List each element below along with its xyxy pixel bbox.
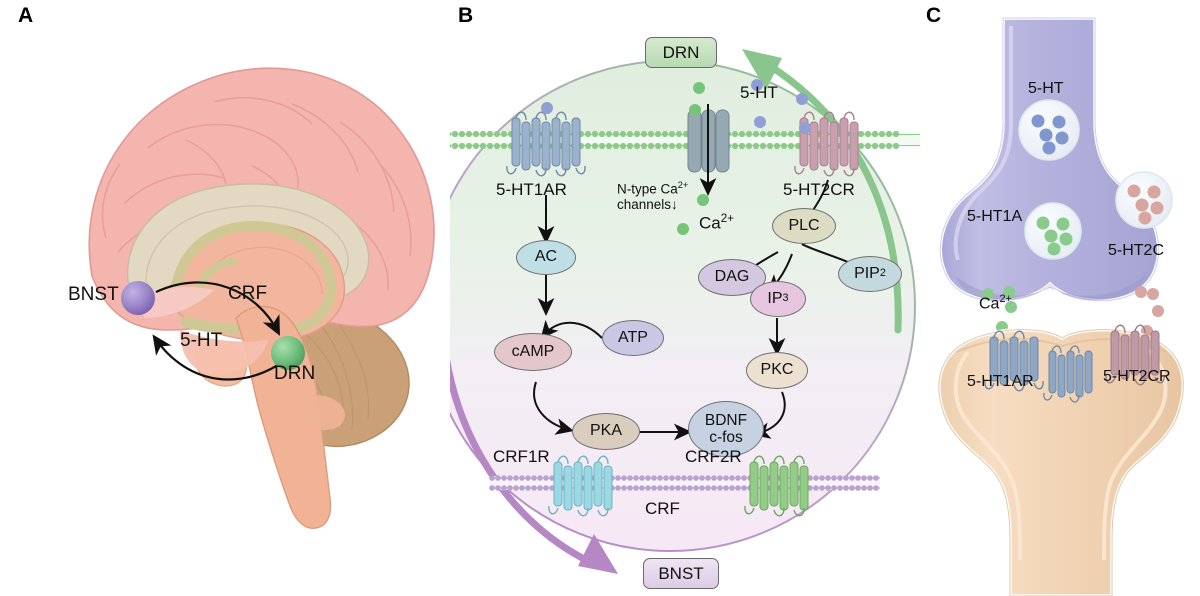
synapse-illustration — [937, 16, 1185, 596]
node-ip3-label: IP — [767, 289, 783, 307]
label-calcium: Ca2+ — [699, 213, 734, 234]
label-crf2r: CRF2R — [685, 447, 742, 466]
panel-a-label-drn: DRN — [274, 363, 316, 384]
label-calcium-charge: 2+ — [720, 213, 734, 225]
node-bdnf-line2: c-fos — [709, 429, 743, 446]
label-c-calcium: Ca2+ — [979, 293, 1012, 313]
panel-a-label-5ht: 5-HT — [180, 330, 223, 351]
brain-illustration — [88, 67, 435, 529]
label-crf1r: CRF1R — [493, 447, 550, 466]
receptor-crf2r-glyph — [744, 455, 809, 517]
panel-b-canvas — [450, 49, 920, 574]
tag-drn[interactable]: DRN — [645, 37, 717, 68]
vesicle-5ht-blue — [1018, 99, 1080, 161]
receptor-5ht1ar-post-glyph-2 — [1043, 345, 1093, 403]
label-crf: CRF — [645, 499, 680, 518]
label-c-5ht1ar: 5-HT1AR — [967, 373, 1034, 390]
vesicle-5ht2c-pink — [1115, 171, 1173, 229]
label-c-5ht2c: 5-HT2C — [1108, 242, 1165, 259]
node-pkc[interactable]: PKC — [746, 352, 808, 389]
panel-a-letter: A — [18, 4, 34, 27]
node-pip2-label: PIP — [854, 264, 880, 282]
node-bdnf-line1: BDNF — [704, 411, 748, 429]
node-plc[interactable]: PLC — [772, 208, 836, 244]
label-c-calcium-sym: Ca — [979, 295, 1000, 313]
label-n-type-charge: 2+ — [677, 180, 689, 190]
label-c-calcium-charge: 2+ — [999, 293, 1012, 305]
label-n-type-line2: channels↓ — [617, 196, 678, 212]
panel-c-letter: C — [926, 4, 942, 27]
panel-a-label-bnst: BNST — [68, 284, 119, 305]
receptor-5ht1ar-post-glyph — [984, 330, 1044, 392]
receptor-5ht2cr-glyph — [794, 111, 859, 177]
serotonin-molecules — [541, 79, 811, 134]
label-n-type-calcium-channels: N-type Ca2+ channels↓ — [617, 178, 688, 212]
node-ac[interactable]: AC — [516, 240, 576, 275]
node-bdnf-cfos[interactable]: BDNF c-fos — [688, 401, 764, 457]
label-c-5ht2cr: 5-HT2CR — [1103, 368, 1171, 385]
label-c-5ht: 5-HT — [1028, 80, 1064, 97]
label-5ht-molecule: 5-HT — [740, 83, 778, 102]
label-c-5ht1a: 5-HT1A — [967, 208, 1023, 225]
node-pip2-sub: 2 — [879, 267, 886, 280]
vesicle-5ht1a-green — [1024, 202, 1082, 260]
node-ip3-sub: 3 — [782, 292, 789, 305]
label-5ht1ar: 5-HT1AR — [496, 180, 567, 199]
node-pka[interactable]: PKA — [572, 413, 640, 450]
n-type-calcium-channel-glyph — [687, 104, 730, 196]
membrane-bottom-bilayer — [489, 475, 880, 491]
panel-b: B — [450, 0, 920, 596]
calcium-ions — [677, 82, 709, 235]
node-camp[interactable]: cAMP — [494, 333, 572, 371]
tag-bnst[interactable]: BNST — [643, 558, 719, 589]
panel-c: C — [910, 0, 1200, 596]
label-calcium-sym: Ca — [699, 213, 721, 233]
receptor-5ht2cr-post-glyph — [1105, 324, 1165, 386]
node-atp[interactable]: ATP — [602, 320, 664, 356]
receptor-5ht1ar-glyph — [506, 111, 586, 177]
label-5ht2cr: 5-HT2CR — [783, 180, 855, 199]
panel-a: A — [0, 0, 450, 596]
panel-b-letter: B — [458, 4, 474, 27]
panel-a-label-crf: CRF — [228, 283, 268, 304]
receptor-crf1r-glyph — [548, 455, 613, 517]
label-n-type-line1: N-type Ca — [617, 181, 678, 197]
